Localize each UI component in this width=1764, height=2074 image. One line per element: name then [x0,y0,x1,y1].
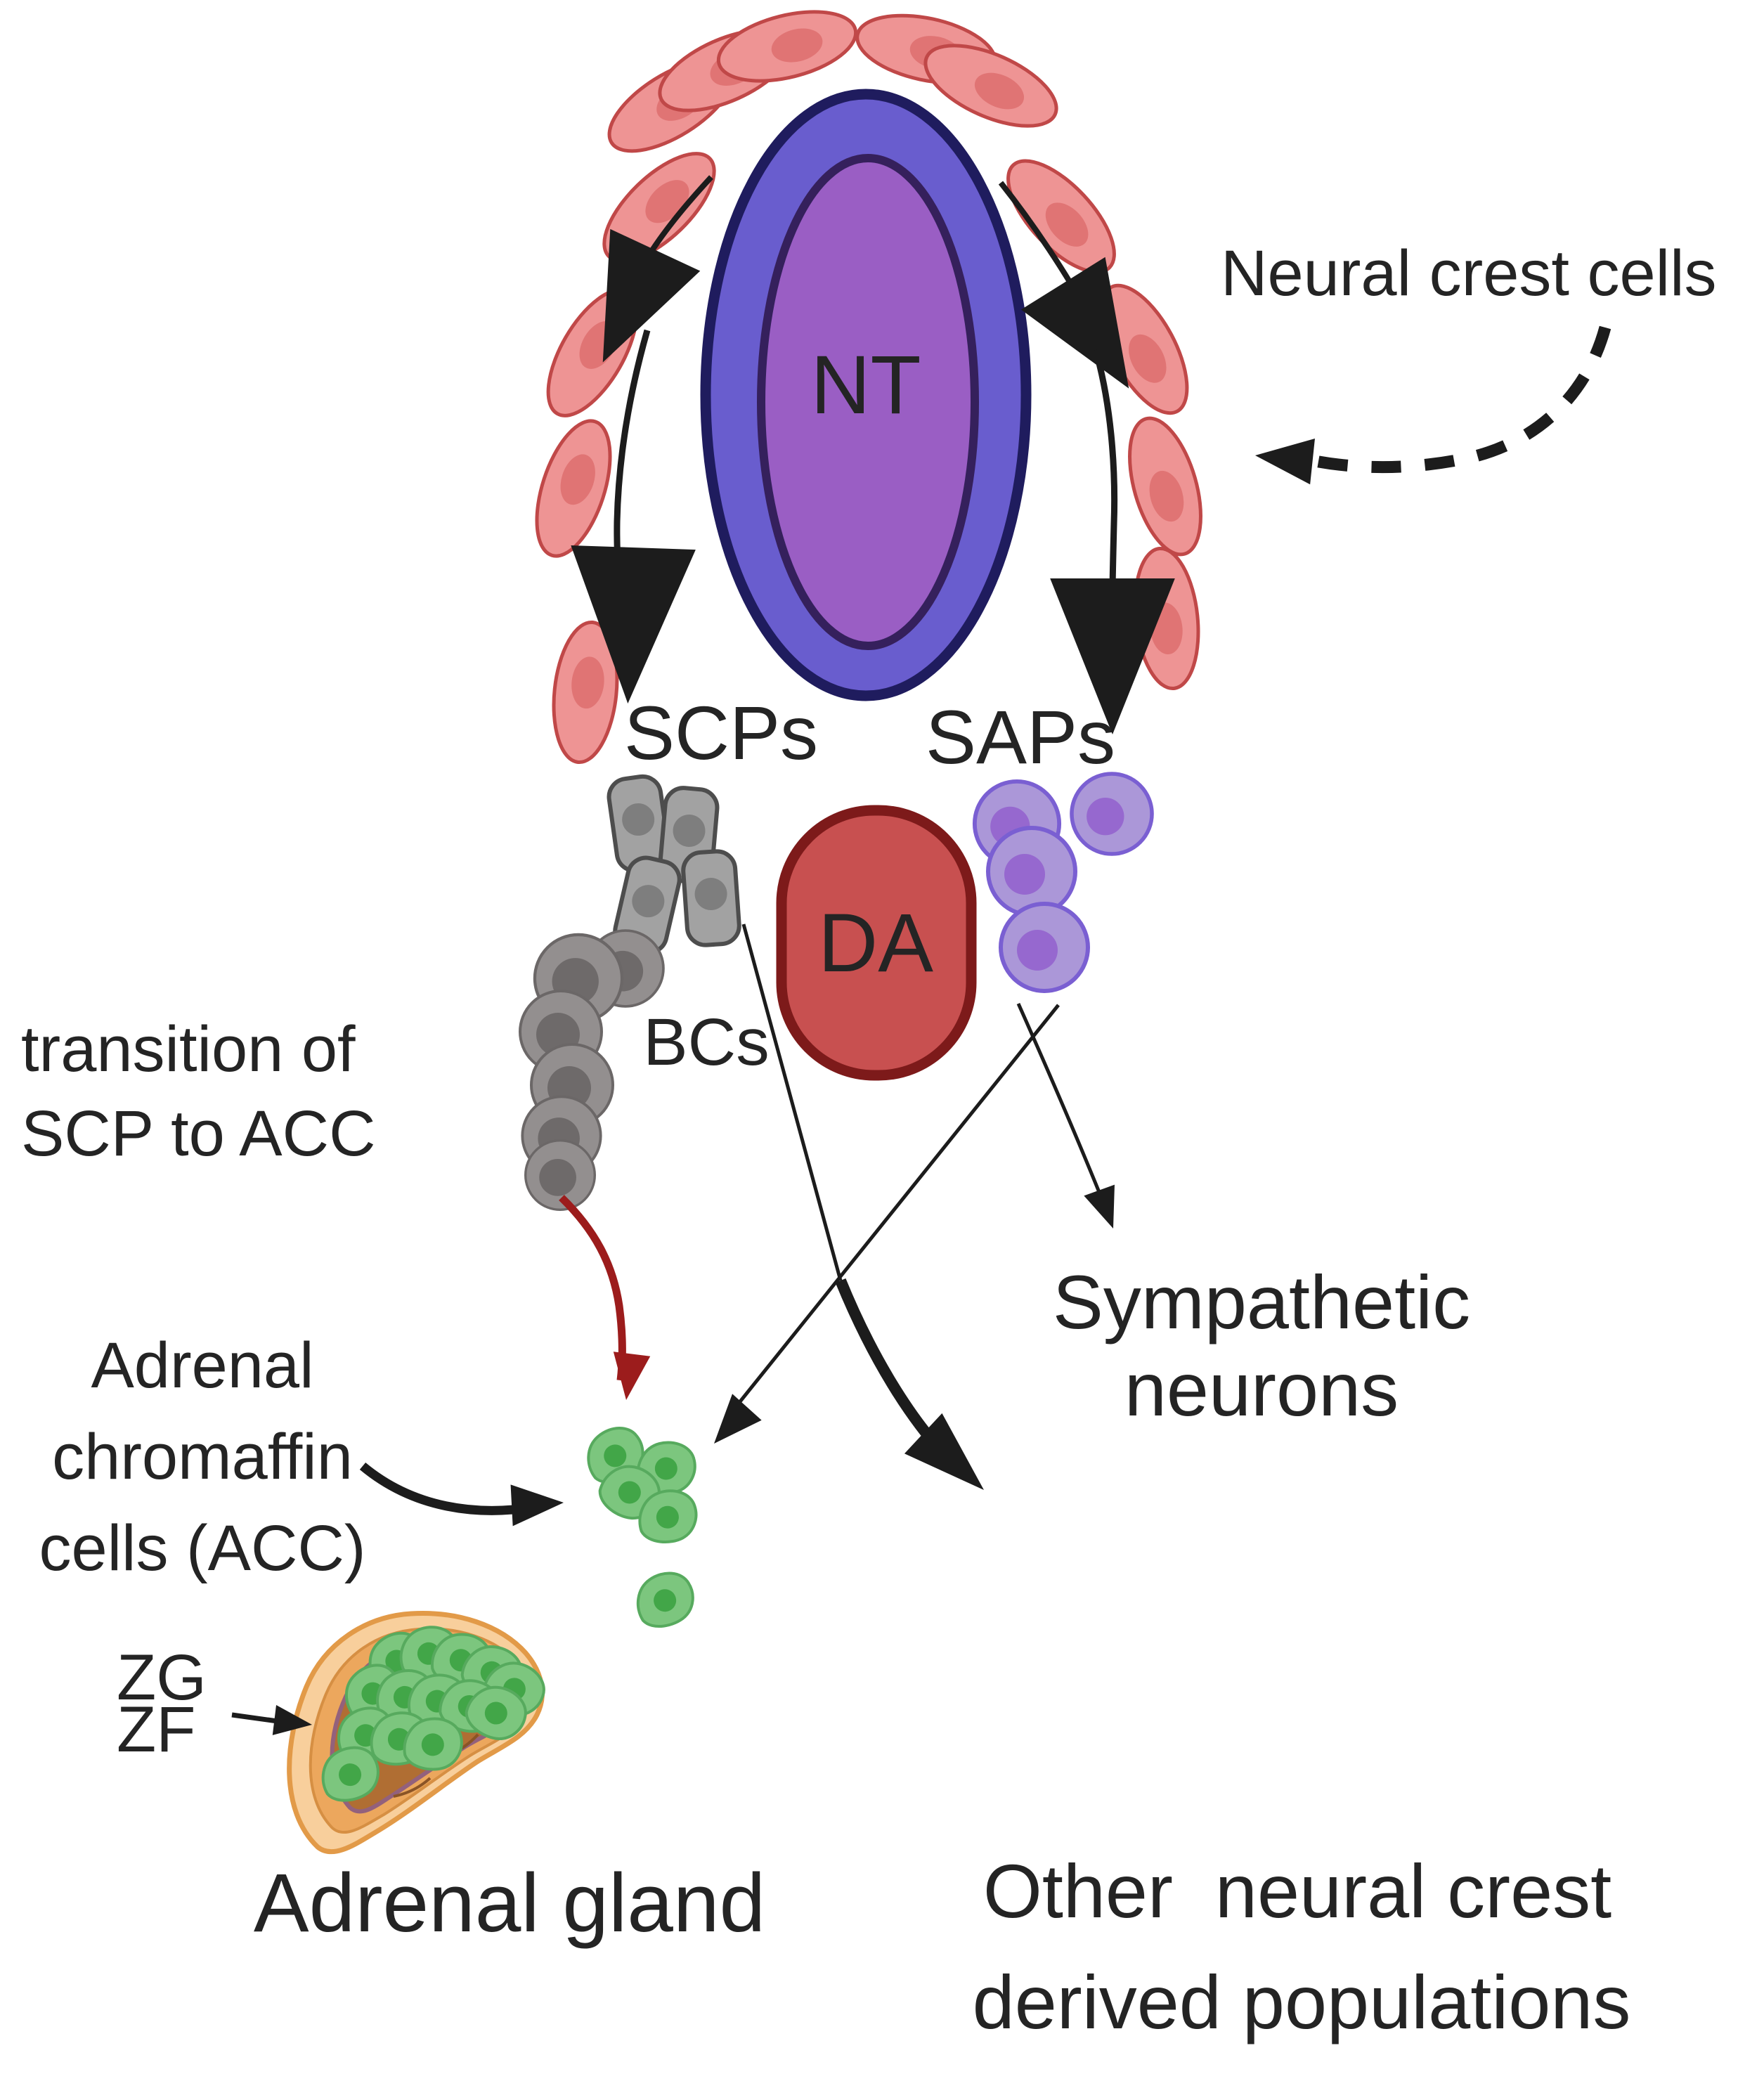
arrowhead-icon [1252,432,1315,485]
dorsal-aorta-body [776,805,977,1081]
acc-label-arrow [359,1463,565,1527]
sap-cells [975,774,1152,991]
sap-cell [1001,904,1088,991]
acc-cell [633,1569,697,1631]
neural-crest-annotation-arrow [1252,325,1611,485]
arrowhead-icon [1091,606,1134,661]
scp-to-acc-transition-arrow [559,1195,651,1403]
neural-crest-cell [522,412,624,564]
dashed-arrow-shaft [1300,325,1611,474]
arrowhead-icon [607,1352,651,1403]
arrowhead-icon [699,1394,762,1457]
acc-label-line1: Adrenal [91,1330,313,1401]
sap-cell [1072,774,1152,854]
sap-to-sympathetic-arrow [1016,1002,1107,1207]
acc-label-line2: chromaffin [52,1421,353,1493]
lineage-arrows [699,923,1129,1510]
scp-lineage-line [741,923,843,1281]
zg-zf-arrow [231,1704,314,1740]
boundary-cap-cells [519,929,665,1212]
dorsal-aorta: DA [776,805,977,1081]
neural-tube-label: NT [810,339,921,432]
acc-cells [581,1422,701,1631]
arrowhead-icon [510,1482,565,1527]
zg-label: ZG [117,1642,207,1713]
transition-arrow-shaft [559,1195,626,1381]
transition-label-line2: SCP to ACC [21,1098,376,1169]
arrowhead-icon [1084,1184,1129,1234]
adrenal-gland [287,1611,555,1855]
other-populations-label-line2: derived populations [973,1959,1631,2044]
zf-label: ZF [117,1694,195,1765]
sap-to-acc-arrow [731,1004,1060,1413]
acc-label-arrow-shaft [359,1463,537,1515]
sympathetic-label-line1: Sympathetic [1053,1259,1470,1344]
adrenal-gland-label: Adrenal gland [254,1857,765,1950]
arrowhead-icon [1060,292,1113,348]
other-populations-label-line1: Other neural crest [983,1848,1611,1933]
saps-label: SAPs [926,694,1115,779]
scp-cell [682,850,740,947]
scp-cells [607,774,740,956]
sympathetic-label-line2: neurons [1124,1347,1399,1432]
acc-label-line3: cells (ACC) [39,1512,365,1584]
neural-crest-cells-label: Neural crest cells [1221,238,1717,309]
neural-crest-cell [1116,410,1214,563]
neural-tube: NT [700,89,1032,701]
neural-tube-inner [757,154,979,650]
scps-label: SCPs [624,690,818,775]
arrowhead-icon [609,574,654,630]
sap-cell [988,828,1075,915]
zg-zf-arrow-shaft [231,1712,283,1725]
bcs-label: BCs [643,1005,769,1080]
transition-label-line1: transition of [21,1013,356,1085]
arrowhead-icon [612,262,662,316]
dorsal-aorta-label: DA [818,897,933,990]
migration-arrows [609,175,1134,661]
